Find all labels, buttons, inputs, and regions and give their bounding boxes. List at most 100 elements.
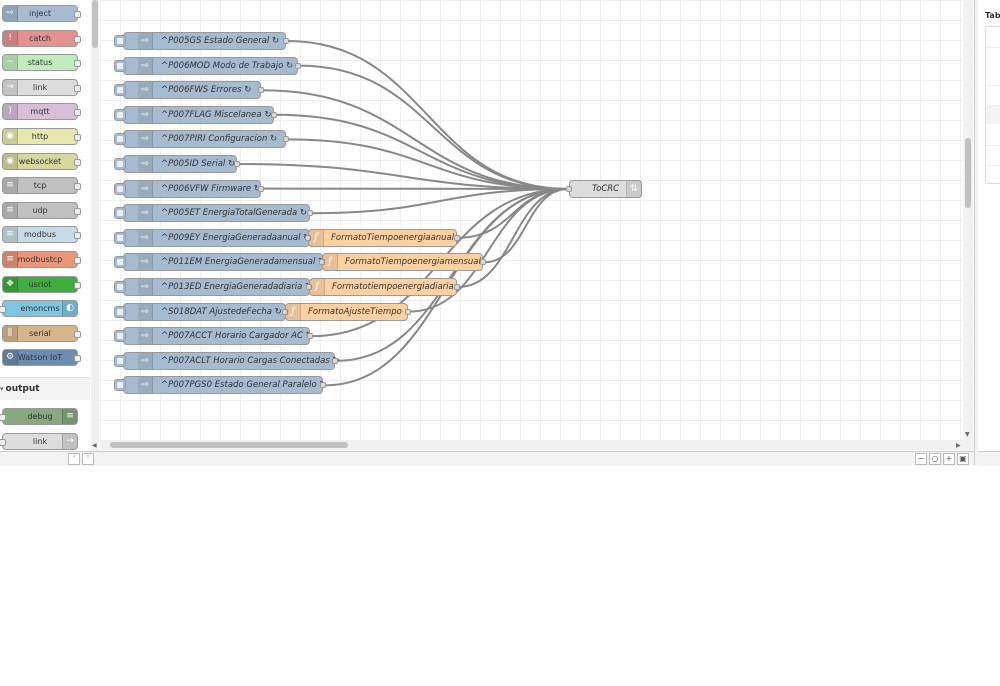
input-port[interactable] — [305, 234, 311, 241]
flow-wire[interactable] — [286, 138, 569, 190]
flow-wire[interactable] — [457, 188, 569, 288]
palette-node-inject[interactable]: ⇨inject — [2, 5, 81, 22]
inject-node[interactable]: ⇨^P007FLAG Miscelanea ↻ — [114, 105, 277, 124]
inject-trigger-button[interactable] — [114, 305, 126, 318]
palette-category-output[interactable]: ▾output — [0, 377, 90, 400]
output-port[interactable] — [295, 62, 301, 69]
scrollbar-thumb[interactable] — [110, 442, 348, 448]
flow-wire[interactable] — [457, 188, 569, 239]
output-port[interactable] — [480, 259, 486, 266]
output-port[interactable] — [283, 38, 289, 44]
palette-node-emoncms[interactable]: ◐emoncms — [0, 300, 78, 318]
zoom-reset-button[interactable]: ○ — [929, 453, 941, 465]
output-port[interactable] — [258, 87, 264, 94]
flow-workspace[interactable]: ⇨^P005GS Estado General ↻ ⇨^P006MOD Modo … — [100, 0, 974, 451]
link-out-node[interactable]: ToCRC⇅ — [566, 180, 642, 198]
inject-trigger-button[interactable] — [114, 354, 126, 367]
palette-node-debug[interactable]: ≡debug — [0, 408, 78, 425]
inject-node[interactable]: ⇨^S018DAT AjustedeFecha ↻ — [114, 302, 289, 321]
inject-trigger-button[interactable] — [114, 108, 126, 121]
navigator-button[interactable]: ▣ — [957, 453, 969, 465]
inject-trigger-button[interactable] — [114, 182, 126, 195]
input-port[interactable] — [566, 186, 572, 192]
inject-node[interactable]: ⇨^P005ID Serial ↻ — [114, 155, 240, 173]
zoom-out-button[interactable]: − — [915, 453, 927, 465]
output-port[interactable] — [320, 382, 326, 389]
palette-node-usriot[interactable]: ❖usriot — [2, 275, 81, 293]
inject-trigger-button[interactable] — [114, 256, 126, 269]
palette-node-watson-iot[interactable]: ⚙Watson IoT — [2, 349, 81, 367]
inject-node[interactable]: ⇨^P006FWS Errores ↻ — [114, 81, 264, 100]
inject-node[interactable]: ⇨^P005GS Estado General ↻ — [114, 32, 289, 50]
inject-node[interactable]: ⇨^P006VFW Firmware ↻ — [114, 179, 264, 198]
input-port[interactable] — [306, 284, 312, 290]
inject-node[interactable]: ⇨^P011EM EnergiaGeneradamensual ↻ — [114, 253, 326, 272]
inject-node[interactable]: ⇨^P007ACCT Horario Cargador AC ↻ — [114, 327, 313, 346]
workspace-vertical-scrollbar[interactable]: ▼ — [963, 0, 973, 440]
output-port[interactable] — [454, 234, 460, 241]
palette-node-udp[interactable]: ≡udp — [2, 201, 81, 219]
scrollbar-thumb[interactable] — [965, 138, 971, 208]
output-port[interactable] — [234, 161, 240, 167]
flow-wire[interactable] — [408, 188, 569, 313]
output-port — [74, 158, 81, 166]
palette-node-tcp[interactable]: ≡tcp — [2, 177, 81, 195]
palette-node-catch[interactable]: !catch — [2, 29, 81, 47]
output-port[interactable] — [454, 284, 460, 290]
palette-node-modbus[interactable]: ≡modbus — [2, 226, 81, 244]
output-port[interactable] — [405, 308, 411, 315]
palette-node-link[interactable]: →link — [0, 432, 78, 450]
flow-wire[interactable] — [237, 163, 569, 190]
output-port[interactable] — [258, 185, 264, 192]
inject-trigger-button[interactable] — [114, 158, 126, 170]
flow-wire[interactable] — [274, 113, 569, 190]
output-port[interactable] — [283, 136, 289, 143]
inject-trigger-button[interactable] — [114, 84, 126, 97]
scroll-right-icon[interactable]: ▶ — [956, 442, 961, 449]
inject-node[interactable]: ⇨^P007ACLT Horario Cargas Conectadas ↻ — [114, 351, 340, 370]
input-port[interactable] — [282, 308, 288, 315]
sidebar-separator[interactable] — [974, 0, 978, 465]
output-port[interactable] — [307, 333, 313, 340]
palette-scrollbar[interactable] — [91, 0, 99, 451]
palette-node-mqtt[interactable]: )mqtt — [2, 103, 81, 121]
workspace-horizontal-scrollbar[interactable]: ◀ ▶ — [92, 440, 974, 450]
inject-trigger-button[interactable] — [114, 133, 126, 146]
palette-node-websocket[interactable]: ◉websocket — [2, 152, 81, 170]
palette-node-modbustcp[interactable]: ≡modbustcp — [2, 251, 81, 268]
collapse-all-button[interactable]: ˄ — [68, 453, 80, 465]
inject-trigger-button[interactable] — [114, 379, 126, 392]
input-port[interactable] — [319, 259, 325, 266]
node-label: ^P005ID Serial ↻ — [161, 159, 236, 169]
palette-node-link[interactable]: →link — [2, 78, 81, 96]
inject-node[interactable]: ⇨^P007PIRI Configuracion ↻ — [114, 130, 289, 149]
palette-node-http[interactable]: ◉http — [2, 128, 81, 145]
inject-trigger-button[interactable] — [114, 59, 126, 72]
inject-trigger-button[interactable] — [114, 281, 126, 293]
inject-trigger-button[interactable] — [114, 231, 126, 244]
palette-node-serial[interactable]: ⫼serial — [2, 324, 81, 342]
inject-node[interactable]: ⇨^P009EY EnergiaGeneradaanual ↻ — [114, 228, 313, 247]
expand-all-button[interactable]: ˅ — [82, 453, 94, 465]
inject-node[interactable]: ⇨^P005ET EnergiaTotalGenerada ↻ — [114, 204, 313, 223]
inject-trigger-button[interactable] — [114, 35, 126, 47]
zoom-in-button[interactable]: + — [943, 453, 955, 465]
output-port[interactable] — [271, 111, 277, 118]
flow-wire[interactable] — [298, 64, 569, 190]
inject-node[interactable]: ⇨^P007PGS0 Estado General Paralelo ↻ — [114, 376, 327, 395]
inject-node[interactable]: ⇨^P006MOD Modo de Trabajo ↻ — [114, 56, 301, 75]
inject-trigger-button[interactable] — [114, 207, 126, 220]
palette-node-status[interactable]: ~status — [2, 54, 81, 72]
scrollbar-thumb[interactable] — [92, 0, 98, 48]
scroll-left-icon[interactable]: ◀ — [92, 442, 97, 449]
output-port[interactable] — [307, 210, 313, 217]
inject-trigger-button[interactable] — [114, 330, 126, 343]
scroll-down-icon[interactable]: ▼ — [965, 431, 970, 438]
inject-node[interactable]: ⇨^P013ED EnergiaGeneradadiaria ↻ — [114, 278, 313, 296]
flow-wire[interactable] — [310, 188, 569, 215]
output-port[interactable] — [332, 357, 338, 364]
